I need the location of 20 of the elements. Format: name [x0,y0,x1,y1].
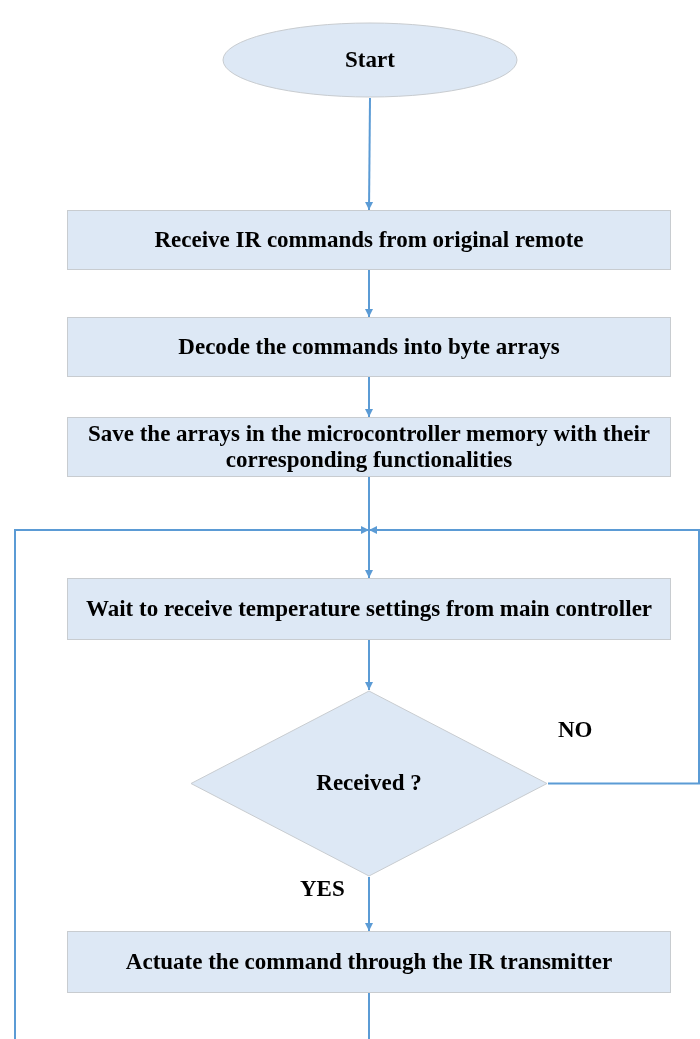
process-box [67,210,671,270]
step-text: Decode the commands into byte arrays [177,333,561,361]
step-text: Wait to receive temperature settings from main controller [84,595,654,623]
arrow [365,639,373,691]
step-text: Save the arrays in the microcontroller memory with their corresponding functionalities [86,420,652,474]
step-text: Receive IR commands from original remote [153,226,585,254]
arrow [365,376,373,418]
process-box [67,578,671,640]
terminal-text: Start [345,46,395,74]
arrow [14,526,370,1039]
process-box [67,417,671,477]
process-box [67,931,671,993]
decision-text: Received ? [316,770,422,797]
process-box [67,317,671,377]
arrow [365,876,373,932]
arrow [365,269,373,318]
step-text: Actuate the command through the IR transmitter [124,948,614,976]
arrow [368,526,700,785]
arrow [365,529,373,579]
arrow [365,97,374,211]
